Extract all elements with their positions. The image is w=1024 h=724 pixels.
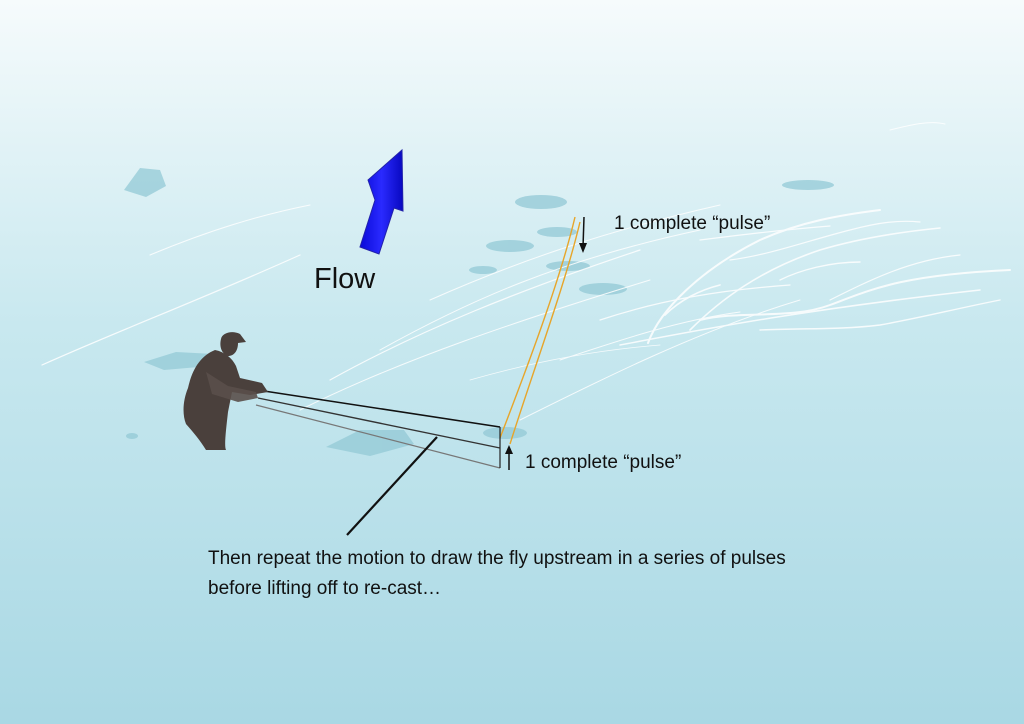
water-rocks	[124, 168, 834, 456]
caption-text: Then repeat the motion to draw the fly u…	[208, 544, 786, 604]
pulse-label-top: 1 complete “pulse”	[614, 213, 771, 234]
rock	[483, 427, 527, 439]
angler-silhouette	[183, 332, 268, 450]
flow-arrow	[359, 148, 404, 255]
caption-leader-line	[346, 436, 438, 536]
rock	[486, 240, 534, 252]
pulse-arrow-up	[505, 445, 513, 470]
rock	[124, 168, 166, 197]
rock	[126, 433, 138, 439]
flow-label: Flow	[314, 263, 376, 295]
caption-line: before lifting off to re-cast…	[208, 578, 442, 599]
rock	[326, 430, 414, 456]
rock	[515, 195, 567, 209]
current-streaks	[41, 122, 1011, 421]
rock	[579, 283, 627, 295]
rock	[469, 266, 497, 274]
pulse-arrow-down	[579, 216, 587, 253]
pulse-label-bottom: 1 complete “pulse”	[525, 452, 682, 473]
rock	[537, 227, 577, 237]
rock	[144, 352, 214, 370]
caption-line: Then repeat the motion to draw the fly u…	[208, 548, 786, 569]
fly-line	[499, 216, 581, 445]
rod-lines	[255, 390, 501, 469]
rock	[782, 180, 834, 190]
